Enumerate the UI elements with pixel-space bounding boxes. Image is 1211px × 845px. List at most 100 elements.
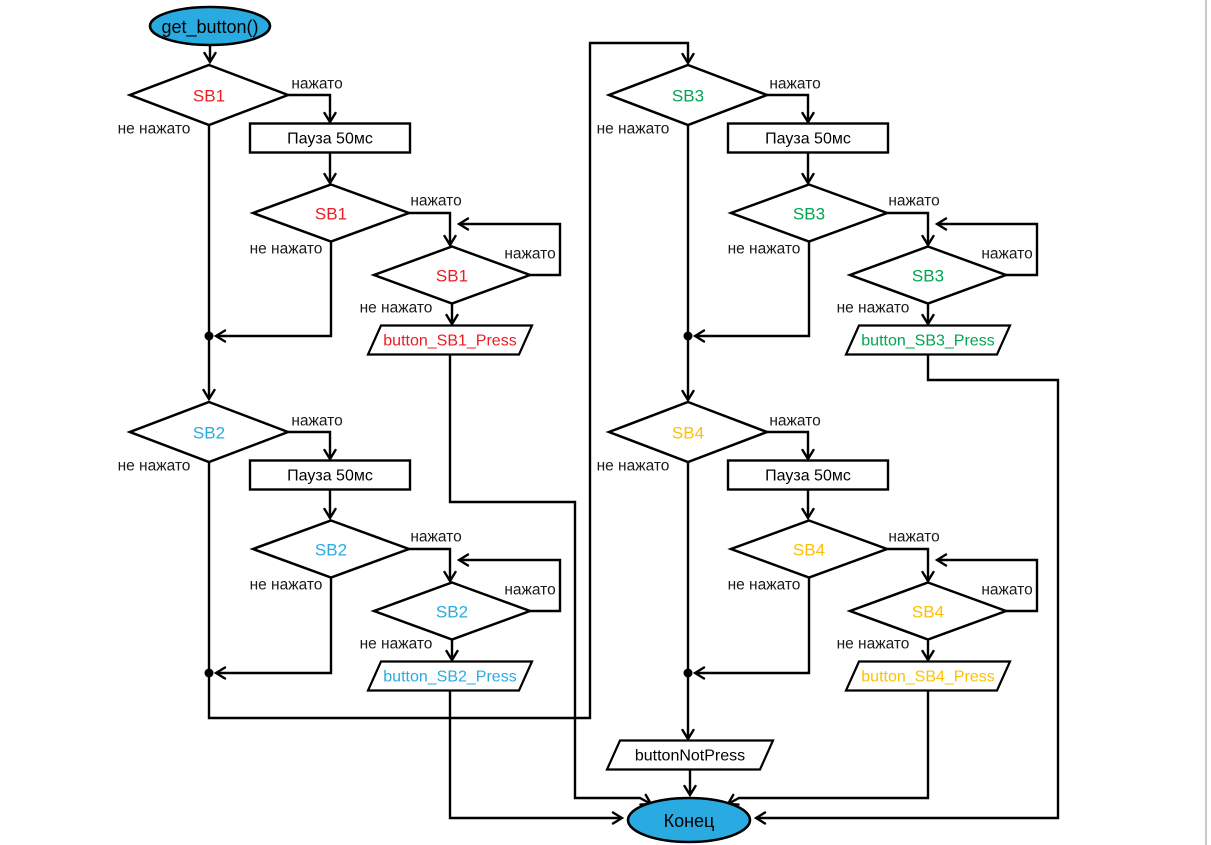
junction-dot <box>204 331 214 341</box>
sb4-decision-3-shape <box>846 581 1010 641</box>
edge-label: нажато <box>291 76 342 93</box>
edge-label: не нажато <box>118 458 191 475</box>
sb4-output-label: button_SB4_Press <box>861 669 994 686</box>
node-buttonnotpress-output: buttonNotPress <box>605 739 775 771</box>
edge-sb1-check2-pressed-to-check3 <box>409 211 450 245</box>
sb1-decision-3-shape <box>370 245 534 305</box>
node-sb2-output: button_SB2_Press <box>366 660 534 692</box>
edge-label: нажато <box>888 529 939 546</box>
sb1-pause-shape <box>248 122 412 154</box>
sb3-output-label: button_SB3_Press <box>861 333 994 350</box>
edge-sb2-check3-pressed-loop <box>459 560 562 613</box>
edge-label: нажато <box>291 413 342 430</box>
sb1-pause-label: Пауза 50мс <box>287 131 373 148</box>
node-sb2-decision-2: SB2 <box>249 519 413 579</box>
edge-sb4-check2-pressed-to-check3 <box>887 547 928 581</box>
end-terminal-shape <box>626 796 752 844</box>
edge-sb3-output-to-end <box>756 355 1060 818</box>
edge-label: нажато <box>504 582 555 599</box>
sb2-pause-shape <box>248 459 412 491</box>
node-sb4-decision-2: SB4 <box>727 519 891 579</box>
sb3-decision-1-label: SB3 <box>672 87 704 106</box>
node-sb1-output: button_SB1_Press <box>366 324 534 356</box>
edge-sb4-pressed-to-pause <box>767 430 808 459</box>
sb3-pause-shape <box>726 122 890 154</box>
edge-label: не нажато <box>118 121 191 138</box>
sb1-decision-2-label: SB1 <box>315 205 347 224</box>
node-start-terminal: get_button() <box>148 5 272 47</box>
node-sb4-decision-1: SB4 <box>605 400 771 464</box>
edge-label: нажато <box>504 246 555 263</box>
edge-sb1-pressed-to-pause <box>288 93 330 122</box>
node-sb2-decision-3: SB2 <box>370 581 534 641</box>
node-sb2-decision-1: SB2 <box>126 400 292 464</box>
sb2-decision-1-shape <box>126 400 292 464</box>
edge-label: нажато <box>888 193 939 210</box>
sb4-decision-3-label: SB4 <box>912 603 944 622</box>
sb3-decision-1-shape <box>605 63 771 127</box>
edge-label: не нажато <box>728 577 801 594</box>
sb3-decision-3-shape <box>846 245 1010 305</box>
sb2-pause-label: Пауза 50мс <box>287 468 373 485</box>
sb2-decision-3-shape <box>370 581 534 641</box>
sb4-decision-1-label: SB4 <box>672 424 704 443</box>
sb2-decision-2-shape <box>249 519 413 579</box>
sb1-output-label: button_SB1_Press <box>383 333 516 350</box>
edge-sb4-check2-notpressed-return <box>695 578 811 673</box>
edge-sb2-check2-notpressed-return <box>216 578 333 673</box>
edge-label: нажато <box>769 76 820 93</box>
sb3-output-shape <box>844 324 1012 356</box>
edge-label: не нажато <box>837 636 910 653</box>
edge-label: нажато <box>410 193 461 210</box>
sb3-pause-label: Пауза 50мс <box>765 131 851 148</box>
node-sb4-pause: Пауза 50мс <box>726 459 890 491</box>
edge-sb1-check3-pressed-loop <box>459 224 562 277</box>
edge-label: не нажато <box>360 636 433 653</box>
node-sb3-decision-3: SB3 <box>846 245 1010 305</box>
edge-label: нажато <box>769 413 820 430</box>
sb1-output-shape <box>366 324 534 356</box>
edge-label: не нажато <box>837 300 910 317</box>
edge-label: не нажато <box>250 241 323 258</box>
node-sb1-decision-2: SB1 <box>249 183 413 243</box>
node-sb4-decision-3: SB4 <box>846 581 1010 641</box>
sb4-output-shape <box>844 660 1012 692</box>
edge-sb3-check2-pressed-to-check3 <box>887 211 928 245</box>
edge-label: нажато <box>981 246 1032 263</box>
sb4-decision-2-shape <box>727 519 891 579</box>
edge-sb1-output-to-end <box>448 355 651 804</box>
sb3-decision-2-shape <box>727 183 891 243</box>
sb1-decision-1-shape <box>126 63 292 127</box>
end-terminal-label: Конец <box>664 811 715 831</box>
node-sb3-output: button_SB3_Press <box>844 324 1012 356</box>
edge-label: не нажато <box>597 121 670 138</box>
start-terminal-label: get_button() <box>161 17 258 38</box>
node-sb1-decision-1: SB1 <box>126 63 292 127</box>
sb4-pause-label: Пауза 50мс <box>765 468 851 485</box>
sb4-decision-1-shape <box>605 400 771 464</box>
sb2-output-shape <box>366 660 534 692</box>
sb2-decision-2-label: SB2 <box>315 541 347 560</box>
node-sb3-decision-2: SB3 <box>727 183 891 243</box>
node-end-terminal: Конец <box>626 796 752 844</box>
edge-sb4-output-to-end <box>728 691 930 804</box>
junction-dot <box>683 331 693 341</box>
edge-sb3-pressed-to-pause <box>767 93 808 122</box>
sb4-decision-2-label: SB4 <box>793 541 825 560</box>
edge-sb4-check3-pressed-loop <box>937 560 1039 613</box>
edge-sb3-check3-pressed-loop <box>937 224 1039 277</box>
edge-sb2-check2-pressed-to-check3 <box>409 547 450 581</box>
edge-label: нажато <box>981 582 1032 599</box>
edge-sb2-output-to-end <box>448 691 622 818</box>
node-sb2-pause: Пауза 50мс <box>248 459 412 491</box>
edge-sb1-check2-notpressed-return <box>216 241 333 336</box>
node-sb4-output: button_SB4_Press <box>844 660 1012 692</box>
sb3-decision-2-label: SB3 <box>793 205 825 224</box>
sb2-decision-3-label: SB2 <box>436 603 468 622</box>
sb1-decision-3-label: SB1 <box>436 267 468 286</box>
junction-dot <box>683 668 693 678</box>
edge-label: нажато <box>410 529 461 546</box>
junction-dot <box>204 668 214 678</box>
